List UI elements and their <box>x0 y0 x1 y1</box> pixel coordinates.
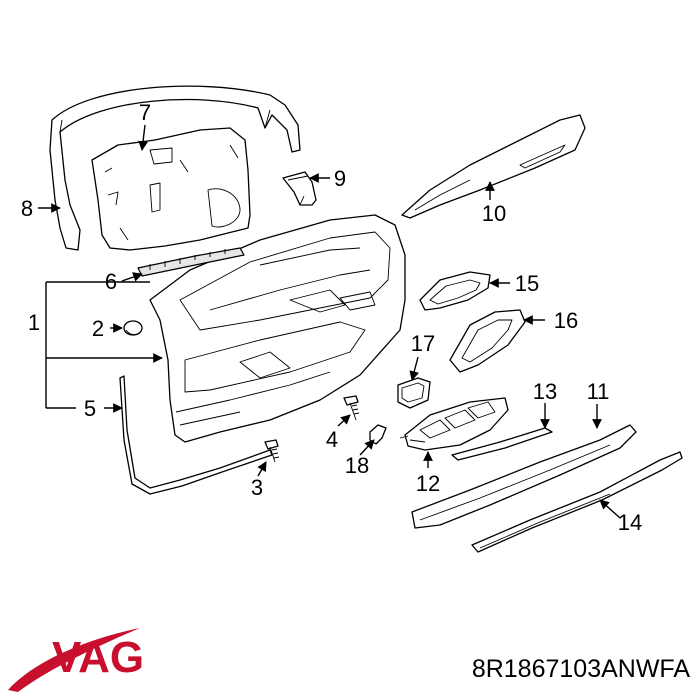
callout-2: 2 <box>92 316 104 341</box>
part-14-lower-trim-strip <box>471 451 683 553</box>
callout-3: 3 <box>251 475 263 500</box>
part-12-window-switch-panel <box>399 397 509 451</box>
callout-16: 16 <box>554 308 578 333</box>
callout-8: 8 <box>21 196 33 221</box>
part-2-cover-plug <box>123 320 143 336</box>
part-16-handle-bezel <box>449 309 526 373</box>
part-9-trim-clip <box>282 171 317 206</box>
callout-12: 12 <box>416 471 440 496</box>
part-5-seal-cable <box>119 375 273 495</box>
part-17-switch-housing <box>397 377 431 409</box>
part-number: 8R1867103ANWFA <box>472 655 691 683</box>
callout-17: 17 <box>411 331 435 356</box>
callout-18: 18 <box>345 453 369 478</box>
vag-logo-text: VAG <box>52 633 144 682</box>
callout-5: 5 <box>84 396 96 421</box>
part-11-armrest-trim <box>411 424 637 529</box>
part-4-screw <box>343 395 360 421</box>
part-7-insulation-panel <box>91 127 251 251</box>
part-8-window-frame-trim <box>49 85 301 251</box>
callout-7: 7 <box>139 100 151 125</box>
callout-6: 6 <box>105 269 117 294</box>
callout-4: 4 <box>326 427 338 452</box>
part-15-trim-ring <box>419 271 491 311</box>
callout-13: 13 <box>533 379 557 404</box>
part-13-trim-strip <box>451 427 553 461</box>
part-10-upper-trim-strip <box>401 114 586 219</box>
callout-14: 14 <box>618 510 642 535</box>
callout-1: 1 <box>28 310 40 335</box>
part-3-screw <box>264 439 280 463</box>
vag-logo: VAG <box>8 628 144 692</box>
callout-15: 15 <box>515 271 539 296</box>
callout-9: 9 <box>334 166 346 191</box>
callout-11: 11 <box>587 379 610 404</box>
part-1-door-trim-panel <box>149 214 406 443</box>
callout-10: 10 <box>482 201 506 226</box>
leader-lines <box>38 124 621 519</box>
